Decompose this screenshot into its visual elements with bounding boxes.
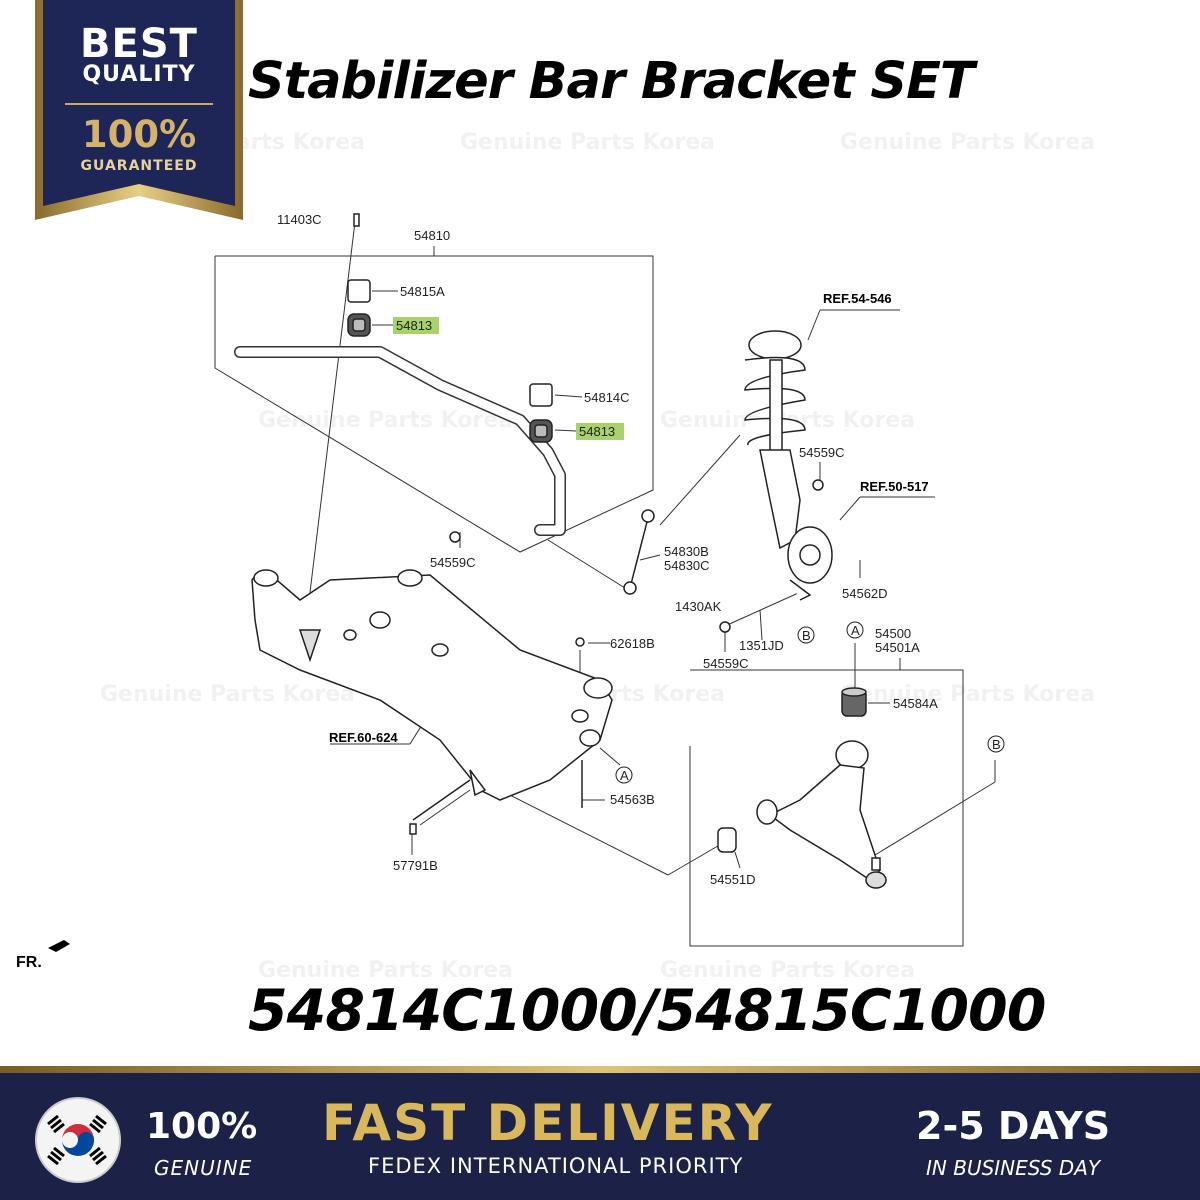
label-54830c: 54830C xyxy=(664,558,710,573)
callout-a: A xyxy=(851,623,860,638)
label-54500: 54500 xyxy=(875,626,911,641)
label-54551d: 54551D xyxy=(710,872,756,887)
label-54562d: 54562D xyxy=(842,586,888,601)
ref-54-546: REF.54-546 xyxy=(823,291,892,306)
label-54813-top: 54813 xyxy=(396,318,432,333)
genuine-label: GENUINE xyxy=(154,1156,253,1180)
label-54814c: 54814C xyxy=(584,390,630,405)
watermark: Genuine Parts Korea xyxy=(258,408,513,433)
label-54830b: 54830B xyxy=(664,544,709,559)
label-57791b: 57791B xyxy=(393,858,438,873)
part-numbers: 54814C1000/54815C1000 xyxy=(248,978,1046,1044)
ref-60-624: REF.60-624 xyxy=(329,730,398,745)
callout-a: A xyxy=(620,768,629,783)
watermark: Genuine Parts Korea xyxy=(840,130,1095,155)
label-54810: 54810 xyxy=(414,228,450,243)
label-1430ak: 1430AK xyxy=(675,599,722,614)
label-54815a: 54815A xyxy=(400,284,445,299)
watermark: Genuine Parts Korea xyxy=(460,130,715,155)
ref-50-517: REF.50-517 xyxy=(860,479,929,494)
watermark: Genuine Parts Korea xyxy=(100,682,355,707)
fast-delivery-title: FAST DELIVERY xyxy=(322,1094,774,1152)
label-54559c-bar: 54559C xyxy=(430,555,476,570)
callout-b: B xyxy=(802,628,811,643)
label-62618b: 62618B xyxy=(610,636,655,651)
badge-guaranteed: GUARANTEED xyxy=(80,158,198,174)
delivery-days-label: IN BUSINESS DAY xyxy=(926,1156,1101,1180)
parts-diagram: 11403C 54810 54815A 54813 54814C 54813 5… xyxy=(16,212,1005,971)
quality-ribbon-badge xyxy=(35,0,243,220)
genuine-percent: 100% xyxy=(146,1106,258,1147)
label-54559c-strut: 54559C xyxy=(799,445,845,460)
label-54563b: 54563B xyxy=(610,792,655,807)
badge-percent: 100% xyxy=(81,113,197,156)
delivery-days: 2-5 DAYS xyxy=(916,1104,1111,1148)
label-54501a: 54501A xyxy=(875,640,920,655)
watermark: Genuine Parts Korea xyxy=(660,958,915,983)
product-title: Stabilizer Bar Bracket SET xyxy=(248,52,975,111)
footer-gold-stripe xyxy=(0,1066,1200,1073)
front-direction-label: FR. xyxy=(16,954,42,971)
watermark: Genuine Parts Korea xyxy=(258,958,513,983)
label-11403c: 11403C xyxy=(277,212,322,227)
badge-best: BEST xyxy=(80,21,198,67)
callout-b: B xyxy=(992,737,1001,752)
korea-flag-icon xyxy=(35,1097,121,1183)
delivery-method: FEDEX INTERNATIONAL PRIORITY xyxy=(368,1154,744,1178)
label-54584a: 54584A xyxy=(893,696,938,711)
label-54813-mid: 54813 xyxy=(579,424,615,439)
label-1351jd: 1351JD xyxy=(739,638,784,653)
label-54559c-low: 54559C xyxy=(703,656,749,671)
badge-quality: QUALITY xyxy=(82,62,196,87)
footer-banner xyxy=(0,1066,1200,1200)
